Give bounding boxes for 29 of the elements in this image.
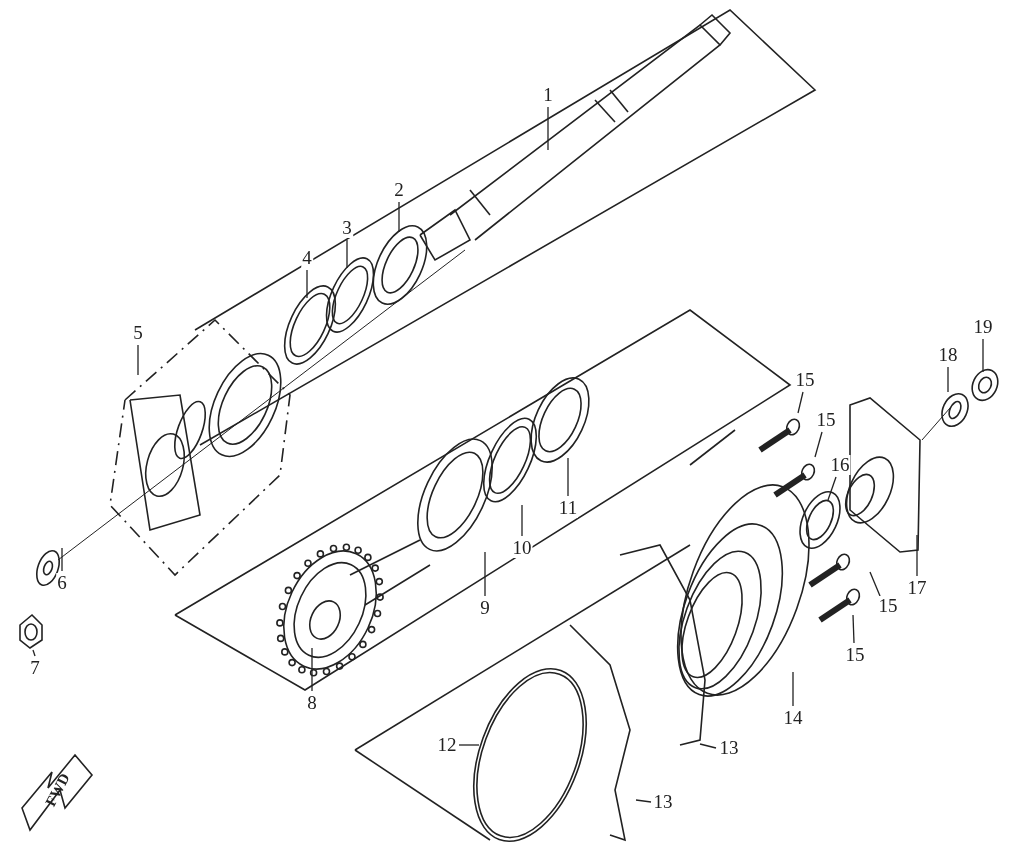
leader-line: [521, 504, 523, 537]
leader-line: [547, 106, 549, 151]
leader-line: [32, 649, 36, 657]
leader-line: [311, 647, 313, 692]
leader-line: [635, 799, 652, 803]
callout-number: 4: [301, 248, 313, 268]
leader-line: [567, 457, 569, 497]
leader-line: [814, 431, 823, 458]
leader-line: [306, 269, 308, 299]
leader-line: [792, 671, 794, 707]
leader-line: [869, 571, 881, 597]
leader-line: [699, 743, 717, 749]
leader-line: [947, 366, 949, 393]
leader-line: [458, 744, 480, 746]
leader-line: [346, 239, 348, 269]
callout-number: 16: [829, 455, 851, 475]
leader-line: [398, 201, 400, 233]
leader-line: [982, 338, 984, 373]
leader-line: [916, 534, 918, 577]
callout-number: 3: [341, 218, 353, 238]
callout-number: 10: [511, 538, 533, 558]
leader-line: [137, 344, 139, 376]
leader-line: [797, 391, 804, 414]
leader-line: [484, 551, 486, 597]
callout-number: 11: [557, 498, 579, 518]
leader-line: [827, 476, 837, 501]
direction-label: FWD: [42, 770, 74, 810]
leader-line: [61, 547, 63, 572]
leader-line: [852, 614, 855, 644]
